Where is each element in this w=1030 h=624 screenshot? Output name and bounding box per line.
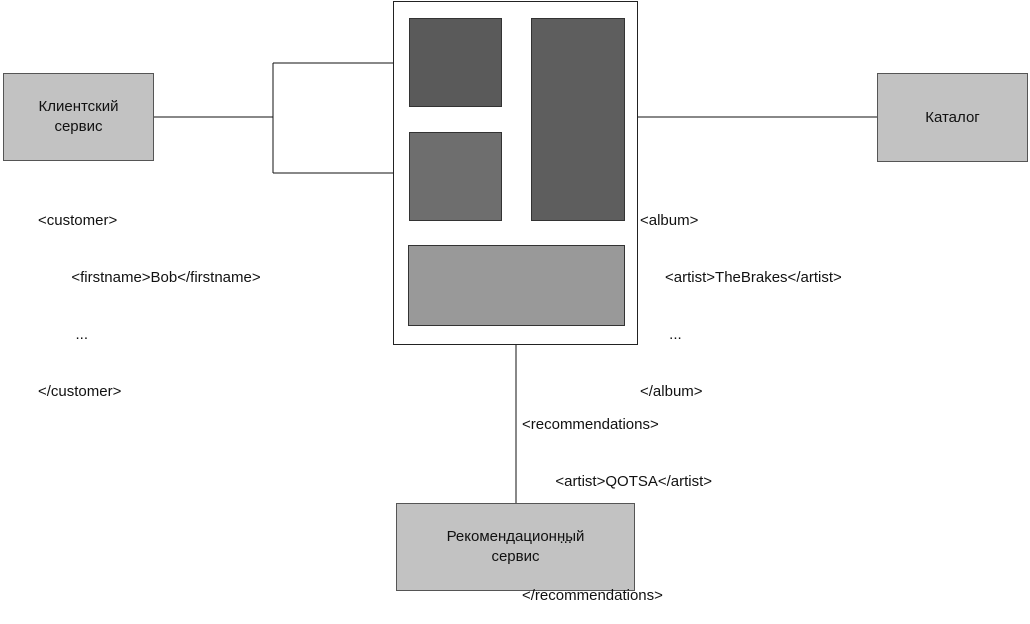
album-xml-snippet: <album> <artist>TheBrakes</artist> ... <… bbox=[640, 173, 842, 420]
album-block bbox=[531, 18, 625, 221]
xml-line: <customer> bbox=[38, 212, 118, 229]
xml-line: <artist>QOTSA</artist> bbox=[522, 473, 713, 490]
xml-line: ... bbox=[38, 326, 89, 343]
catalog-service-box: Каталог bbox=[877, 73, 1028, 162]
customer-block-middle bbox=[409, 132, 502, 221]
recommendation-service-box: Рекомендационный сервис bbox=[396, 503, 635, 591]
xml-line: </customer> bbox=[38, 383, 122, 400]
xml-line: <album> bbox=[640, 212, 699, 229]
xml-line: ... bbox=[640, 326, 682, 343]
customer-xml-snippet: <customer> <firstname>Bob</firstname> ..… bbox=[38, 173, 261, 420]
web-page-frame bbox=[393, 1, 638, 345]
connectors bbox=[153, 58, 878, 503]
recommendations-xml-snippet: <recommendations> <artist>QOTSA</artist>… bbox=[522, 377, 712, 624]
xml-line: ... bbox=[522, 530, 573, 547]
xml-line: </recommendations> bbox=[522, 587, 663, 604]
xml-line: <artist>TheBrakes</artist> bbox=[640, 269, 842, 286]
customer-service-box: Клиентский сервис bbox=[3, 73, 154, 161]
customer-block-top bbox=[409, 18, 502, 107]
recommendations-block bbox=[408, 245, 625, 326]
xml-line: </album> bbox=[640, 383, 703, 400]
xml-line: <firstname>Bob</firstname> bbox=[38, 269, 261, 286]
xml-line: <recommendations> bbox=[522, 416, 659, 433]
